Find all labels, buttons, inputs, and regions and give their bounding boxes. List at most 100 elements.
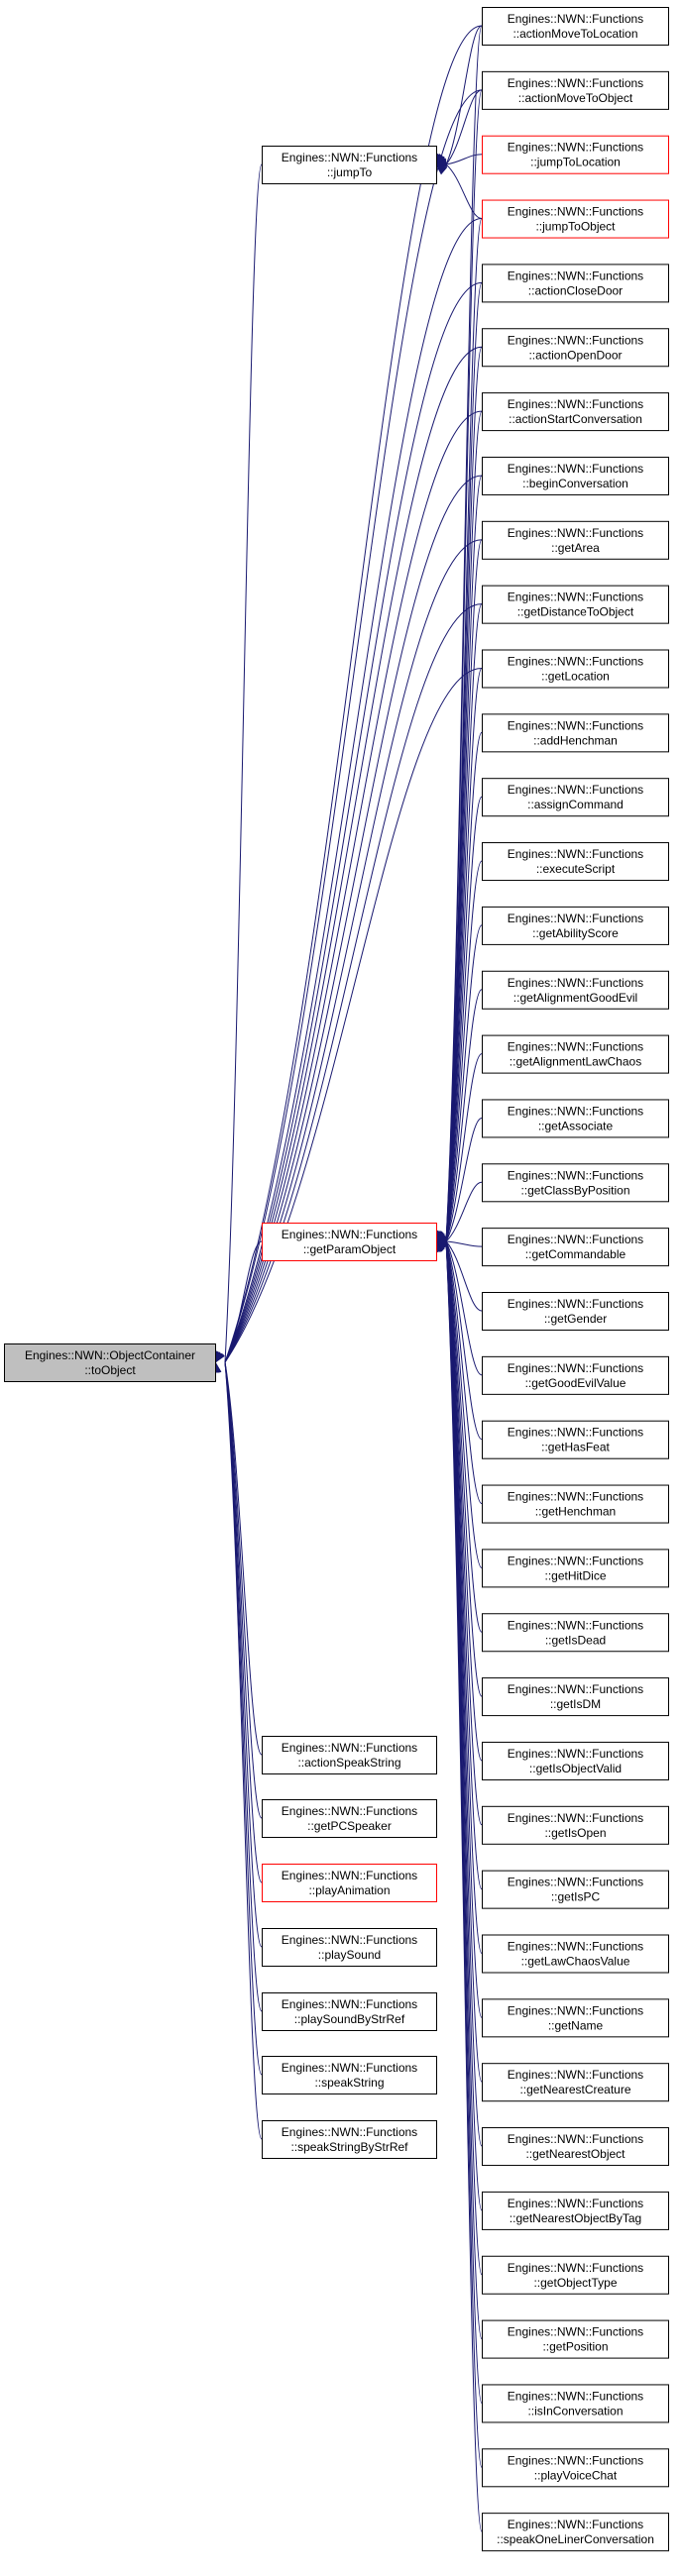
node-label-function: ::actionCloseDoor [528,283,623,297]
node-getIsPC[interactable]: Engines::NWN::Functions::getIsPC [482,1870,669,1909]
node-actionCloseDoor[interactable]: Engines::NWN::Functions::actionCloseDoor [482,264,669,303]
edge-actionCloseDoor-to-root [214,281,483,1364]
node-box [482,1934,669,1974]
edge-line [224,668,483,1363]
node-playSound[interactable]: Engines::NWN::Functions::playSound [262,1928,437,1967]
node-playVoiceChat[interactable]: Engines::NWN::Functions::playVoiceChat [482,2448,669,2488]
node-actionOpenDoor[interactable]: Engines::NWN::Functions::actionOpenDoor [482,328,669,368]
node-getArea[interactable]: Engines::NWN::Functions::getArea [482,520,669,560]
node-box [482,713,669,753]
edge-line [445,924,483,1242]
node-getLawChaosValue[interactable]: Engines::NWN::Functions::getLawChaosValu… [482,1934,669,1974]
node-getAbilityScore[interactable]: Engines::NWN::Functions::getAbilityScore [482,906,669,945]
node-label-function: ::getAlignmentGoodEvil [513,991,637,1005]
node-label-namespace: Engines::NWN::Functions [508,76,643,90]
node-label-namespace: Engines::NWN::Functions [508,462,643,476]
node-label-namespace: Engines::NWN::Functions [282,1228,417,1241]
node-executeScript[interactable]: Engines::NWN::Functions::executeScript [482,842,669,882]
node-label-namespace: Engines::NWN::Functions [508,655,643,669]
node-label-namespace: Engines::NWN::Functions [282,1741,417,1755]
node-getParamObject[interactable]: Engines::NWN::Functions::getParamObject [262,1223,437,1261]
node-getAssociate[interactable]: Engines::NWN::Functions::getAssociate [482,1099,669,1138]
node-getNearestObjectByTag[interactable]: Engines::NWN::Functions::getNearestObjec… [482,2191,669,2230]
node-assignCommand[interactable]: Engines::NWN::Functions::assignCommand [482,778,669,817]
node-label-namespace: Engines::NWN::Functions [282,151,417,164]
node-getPCSpeaker[interactable]: Engines::NWN::Functions::getPCSpeaker [262,1799,437,1838]
node-speakStringByStrRef[interactable]: Engines::NWN::Functions::speakStringBySt… [262,2120,437,2159]
node-getNearestCreature[interactable]: Engines::NWN::Functions::getNearestCreat… [482,2063,669,2102]
node-getIsObjectValid[interactable]: Engines::NWN::Functions::getIsObjectVali… [482,1741,669,1780]
node-getIsDead[interactable]: Engines::NWN::Functions::getIsDead [482,1613,669,1653]
node-box [482,1613,669,1653]
node-label-function: ::getHenchman [535,1505,616,1519]
edge-actionMoveToLocation-to-root [213,25,483,1364]
edge-getAlignmentLawChaos-to-getParamObject [434,1053,483,1243]
node-playSoundByStrRef[interactable]: Engines::NWN::Functions::playSoundByStrR… [262,1992,437,2031]
node-label-namespace: Engines::NWN::Functions [508,333,643,347]
node-label-namespace: Engines::NWN::Functions [508,141,643,155]
node-label-function: ::executeScript [536,862,616,876]
node-getHenchman[interactable]: Engines::NWN::Functions::getHenchman [482,1484,669,1524]
edge-arrowhead [434,163,448,175]
node-box [482,7,669,46]
node-getAlignmentGoodEvil[interactable]: Engines::NWN::Functions::getAlignmentGoo… [482,970,669,1010]
node-box [482,456,669,495]
node-label-namespace: Engines::NWN::Functions [508,590,643,604]
node-jumpToLocation[interactable]: Engines::NWN::Functions::jumpToLocation [482,135,669,174]
node-getIsOpen[interactable]: Engines::NWN::Functions::getIsOpen [482,1805,669,1845]
node-getClassByPosition[interactable]: Engines::NWN::Functions::getClassByPosit… [482,1163,669,1203]
node-speakOneLinerConversation[interactable]: Engines::NWN::Functions::speakOneLinerCo… [482,2513,669,2552]
node-getHitDice[interactable]: Engines::NWN::Functions::getHitDice [482,1549,669,1588]
node-addHenchman[interactable]: Engines::NWN::Functions::addHenchman [482,713,669,753]
node-jumpTo[interactable]: Engines::NWN::Functions::jumpTo [262,146,437,184]
node-label-function: ::getParamObject [303,1242,397,1256]
edge-line [445,796,483,1242]
node-box [262,1992,437,2031]
node-label-function: ::actionOpenDoor [528,348,622,362]
node-label-namespace: Engines::NWN::Functions [508,783,643,797]
node-label-function: ::speakString [314,2076,384,2090]
node-getLocation[interactable]: Engines::NWN::Functions::getLocation [482,649,669,689]
node-label-namespace: Engines::NWN::Functions [508,1747,643,1761]
node-getAlignmentLawChaos[interactable]: Engines::NWN::Functions::getAlignmentLaw… [482,1034,669,1074]
edge-jumpTo-to-root [210,163,263,1364]
node-actionSpeakString[interactable]: Engines::NWN::Functions::actionSpeakStri… [262,1736,437,1774]
node-box [262,1736,437,1774]
node-label-function: ::speakStringByStrRef [290,2140,408,2154]
node-getHasFeat[interactable]: Engines::NWN::Functions::getHasFeat [482,1420,669,1459]
node-actionMoveToLocation[interactable]: Engines::NWN::Functions::actionMoveToLoc… [482,7,669,46]
node-box [482,70,669,110]
node-beginConversation[interactable]: Engines::NWN::Functions::beginConversati… [482,456,669,495]
node-actionMoveToObject[interactable]: Engines::NWN::Functions::actionMoveToObj… [482,70,669,110]
node-box [482,135,669,174]
edge-line [224,1361,263,1948]
node-box [262,1223,437,1261]
edge-getLocation-to-root [214,668,483,1364]
node-jumpToObject[interactable]: Engines::NWN::Functions::jumpToObject [482,199,669,239]
node-getGoodEvilValue[interactable]: Engines::NWN::Functions::getGoodEvilValu… [482,1355,669,1395]
node-label-function: ::getLocation [541,670,610,684]
node-isInConversation[interactable]: Engines::NWN::Functions::isInConversatio… [482,2384,669,2423]
node-label-function: ::getHasFeat [541,1441,610,1454]
node-getPosition[interactable]: Engines::NWN::Functions::getPosition [482,2319,669,2359]
node-getNearestObject[interactable]: Engines::NWN::Functions::getNearestObjec… [482,2127,669,2167]
edge-line [224,346,483,1363]
edge-line [445,860,483,1242]
node-getIsDM[interactable]: Engines::NWN::Functions::getIsDM [482,1677,669,1717]
node-getDistanceToObject[interactable]: Engines::NWN::Functions::getDistanceToOb… [482,585,669,624]
node-root[interactable]: Engines::NWN::ObjectContainer::toObject [4,1343,216,1382]
node-speakString[interactable]: Engines::NWN::Functions::speakString [262,2056,437,2094]
node-getObjectType[interactable]: Engines::NWN::Functions::getObjectType [482,2255,669,2295]
edge-jumpToObject-to-root [214,218,483,1364]
node-getGender[interactable]: Engines::NWN::Functions::getGender [482,1292,669,1331]
node-label-function: ::playSoundByStrRef [294,2012,405,2026]
node-label-function: ::getNearestObjectByTag [510,2211,641,2225]
node-label-function: ::speakOneLinerConversation [497,2532,654,2546]
node-playAnimation[interactable]: Engines::NWN::Functions::playAnimation [262,1864,437,1902]
edge-line [224,1361,263,2140]
node-label-function: ::actionStartConversation [509,412,642,426]
node-actionStartConversation[interactable]: Engines::NWN::Functions::actionStartConv… [482,392,669,432]
edge-playAnimation-to-root [211,1360,263,1883]
node-getName[interactable]: Engines::NWN::Functions::getName [482,1998,669,2038]
node-getCommandable[interactable]: Engines::NWN::Functions::getCommandable [482,1228,669,1267]
